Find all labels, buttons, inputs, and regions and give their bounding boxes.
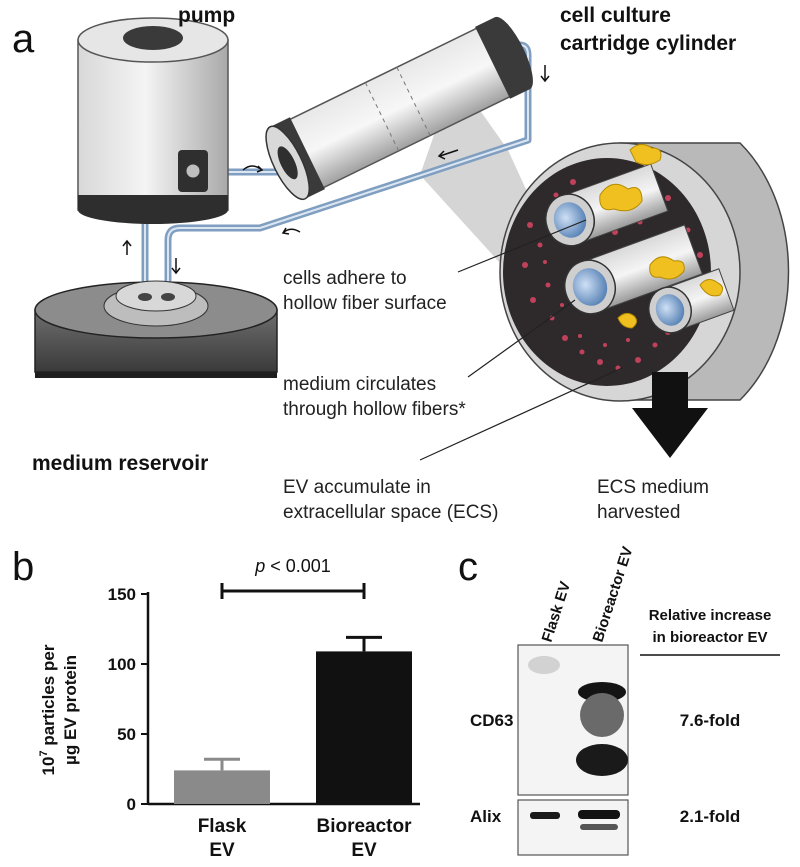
annotation-circulates-2: through hollow fibers* (283, 399, 466, 420)
annotation-ev-2: extracellular space (ECS) (283, 502, 498, 523)
lane-label-bioreactor: Bioreactor EV (590, 545, 637, 645)
cartridge-cylinder (265, 16, 533, 201)
annotation-harvest-2: harvested (597, 502, 680, 523)
cartridge-label-line1: cell culture (560, 4, 671, 27)
x-tick-label: EV (209, 840, 235, 861)
y-tick-label: 150 (108, 585, 136, 604)
annotation-circulates-1: medium circulates (283, 374, 436, 395)
annotation-ev-1: EV accumulate in (283, 477, 431, 498)
svg-text:107 particles per: 107 particles per (38, 644, 58, 775)
blot-marker-cd63: CD63 (470, 711, 513, 730)
x-tick-label: EV (351, 840, 377, 861)
x-tick-label: Flask (198, 816, 247, 837)
bar (174, 770, 270, 804)
y-axis-title: 107 particles per µg EV protein (38, 644, 80, 775)
annotation-harvest-1: ECS medium (597, 477, 709, 498)
y-title-line2: µg EV protein (61, 655, 80, 765)
panel-letter-b: b (12, 545, 34, 589)
y-tick-label: 100 (108, 655, 136, 674)
blot-fold-alix: 2.1-fold (680, 807, 740, 826)
column-header-2: in bioreactor EV (652, 629, 767, 646)
blot-fold-cd63: 7.6-fold (680, 711, 740, 730)
x-tick-label: Bioreactor (316, 816, 412, 837)
cartridge-label-line2: cartridge cylinder (560, 32, 736, 55)
medium-reservoir (34, 280, 278, 378)
p-value: < 0.001 (265, 556, 331, 576)
y-tick-label: 0 (127, 795, 136, 814)
pump (77, 17, 229, 224)
panel-letter-c: c (458, 545, 478, 589)
panel-letter-a: a (12, 17, 35, 61)
pump-label: pump (178, 4, 235, 27)
bar (316, 651, 412, 804)
blot-cd63 (517, 644, 629, 796)
y-title-exponent: 7 (38, 750, 50, 756)
harvest-arrow (632, 372, 708, 458)
y-tick-label: 50 (117, 725, 136, 744)
annotation-adhere-1: cells adhere to (283, 268, 407, 289)
hollow-fibers (545, 163, 735, 334)
callout-lines (419, 219, 623, 461)
adherent-cells (599, 144, 724, 329)
lane-label-flask: Flask EV (539, 579, 574, 644)
significance-bracket (220, 583, 366, 599)
y-title-rest: particles per (39, 644, 58, 750)
blot-marker-alix: Alix (470, 807, 502, 826)
p-symbol: p (254, 556, 265, 576)
column-header-1: Relative increase (649, 607, 772, 624)
y-title-base: 10 (39, 757, 58, 776)
significance-label: p < 0.001 (254, 556, 331, 576)
flow-arrows (122, 65, 550, 275)
reservoir-label: medium reservoir (32, 452, 208, 475)
blot-alix (517, 799, 629, 856)
annotation-adhere-2: hollow fiber surface (283, 293, 447, 314)
